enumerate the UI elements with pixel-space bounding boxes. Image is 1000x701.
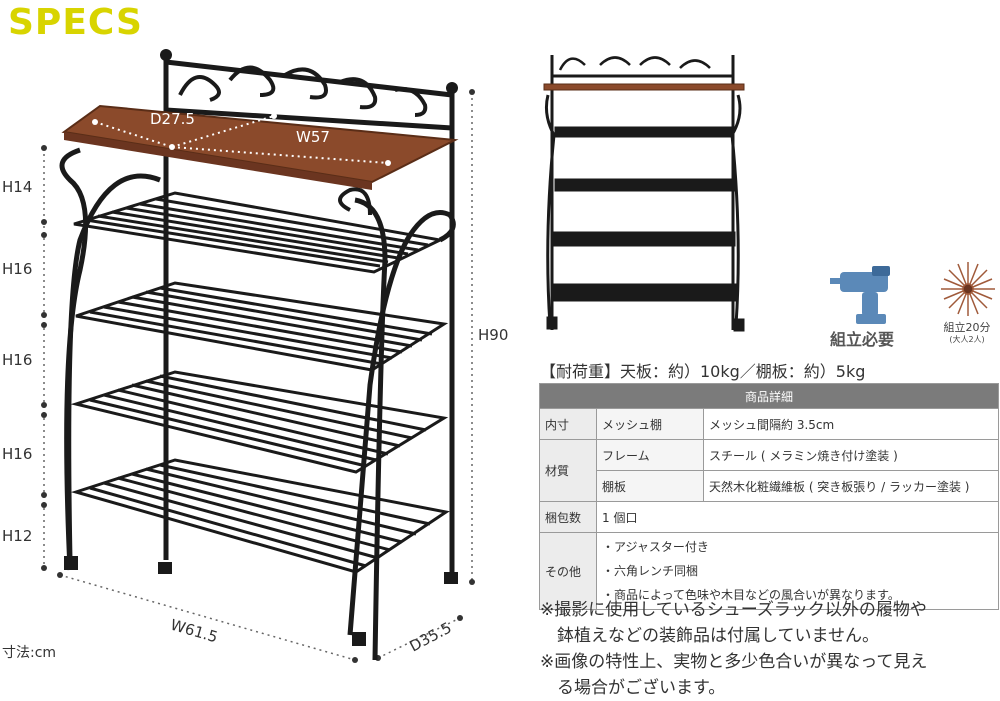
- rack-side-view: [543, 55, 745, 332]
- shelf-value: 天然木化粧繊維板 ( 突き板張り / ラッカー塗装 ): [703, 470, 999, 502]
- material-label: 材質: [539, 439, 597, 502]
- dim-height-2: H16: [2, 260, 33, 278]
- note-line: 鉢植えなどの装飾品は付属していません。: [540, 626, 879, 646]
- other-label: その他: [539, 532, 597, 610]
- size-value: メッシュ間隔約 3.5cm: [703, 408, 999, 440]
- pack-value: 1 個口: [596, 501, 999, 533]
- other-item: ・商品によって色味や木目などの風合いが異なります。: [602, 588, 900, 602]
- dim-height-3: H16: [2, 351, 33, 369]
- notes: ※撮影に使用しているシューズラック以外の履物や 鉢植えなどの装飾品は付属していま…: [540, 597, 927, 701]
- other-values: ・アジャスター付き ・六角レンチ同梱 ・商品によって色味や木目などの風合いが異な…: [596, 532, 999, 610]
- size-sub: メッシュ棚: [596, 408, 704, 440]
- dim-depth-top: D27.5: [150, 110, 195, 128]
- shelf-sub: 棚板: [596, 470, 704, 502]
- shelf-3: [70, 370, 449, 474]
- assembly-time-icon: [941, 262, 995, 316]
- size-label: 内寸: [539, 408, 597, 440]
- dim-total-height: H90: [478, 326, 509, 344]
- note-line: ※撮影に使用しているシューズラック以外の履物や: [540, 600, 927, 620]
- assembly-required-label: 組立必要: [830, 330, 895, 349]
- shelf-2: [75, 281, 449, 372]
- wire-shelves: [70, 191, 450, 574]
- unit-label: 寸法:cm: [2, 645, 57, 661]
- drill-icon: [830, 266, 890, 324]
- other-item: ・六角レンチ同梱: [602, 564, 699, 578]
- assembly-time-label: 組立20分 (大人2人): [937, 322, 997, 346]
- page-title: SPECS: [8, 2, 143, 43]
- height-guides: [43, 92, 473, 661]
- pack-label: 梱包数: [539, 501, 597, 533]
- note-line: ※画像の特性上、実物と多少色合いが異なって見え: [540, 652, 928, 672]
- dim-width-top: W57: [296, 128, 330, 146]
- dim-height-1: H14: [2, 178, 33, 196]
- dim-height-4: H16: [2, 445, 33, 463]
- dim-height-5: H12: [2, 527, 33, 545]
- product-detail-table: 商品詳細 内寸 メッシュ棚 メッシュ間隔約 3.5cm 材質 フレーム スチール…: [539, 383, 999, 610]
- frame-value: スチール ( メラミン焼き付け塗装 ): [703, 439, 999, 471]
- load-capacity: 【耐荷重】天板：約）10kg／棚板：約）5kg: [540, 362, 866, 381]
- other-item: ・アジャスター付き: [602, 540, 709, 554]
- note-line: る場合がございます。: [540, 678, 726, 698]
- assembly-persons-text: (大人2人): [949, 335, 985, 344]
- table-header: 商品詳細: [539, 383, 999, 409]
- guide-dots: [41, 89, 475, 663]
- top-dimension-guides: [94, 115, 389, 164]
- frame-sub: フレーム: [596, 439, 704, 471]
- assembly-time-text: 組立20分: [943, 321, 991, 334]
- shelf-4: [70, 458, 450, 574]
- wood-top-board: [61, 104, 459, 184]
- shelf-1: [73, 191, 445, 274]
